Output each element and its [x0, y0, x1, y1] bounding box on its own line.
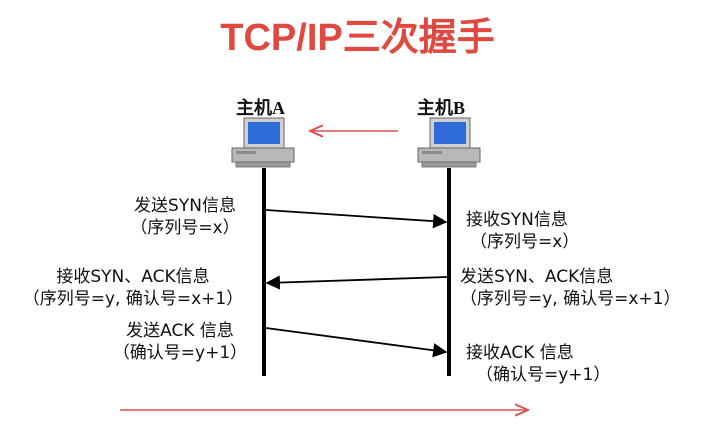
message-line: 接收SYN、ACK信息 [56, 267, 210, 287]
host-b-receive-syn: 接收SYN信息 （序列号=x） [466, 209, 579, 253]
host-a-send-syn: 发送SYN信息 （序列号=x） [110, 195, 260, 239]
message-line: （序列号=y, 确认号=x+1） [460, 289, 681, 309]
message-line: （确认号=y+1） [112, 343, 248, 363]
message-line: 发送ACK 信息 [126, 321, 234, 341]
diagram-title: TCP/IP三次握手 [220, 17, 495, 59]
ack-arrow [265, 327, 448, 358]
host-b-receive-ack: 接收ACK 信息 （确认号=y+1） [466, 342, 610, 386]
syn-arrow [265, 209, 448, 229]
host-b-label: 主机B [417, 98, 466, 118]
message-line: 接收SYN信息 [466, 210, 568, 230]
computer-icon [417, 117, 481, 168]
message-line: 发送SYN、ACK信息 [460, 267, 614, 287]
host-a-receive-syn-ack: 接收SYN、ACK信息 （序列号=y, 确认号=x+1） [6, 266, 260, 310]
host-a-send-ack: 发送ACK 信息 （确认号=y+1） [100, 320, 260, 364]
message-line: 接收ACK 信息 [466, 343, 574, 363]
message-line: （确认号=y+1） [476, 365, 611, 385]
syn-ack-arrow [265, 275, 448, 290]
computer-icon [231, 117, 295, 168]
message-line: （序列号=y, 确认号=x+1） [22, 289, 244, 309]
message-line: （序列号=x） [130, 218, 240, 238]
host-b-send-syn-ack: 发送SYN、ACK信息 （序列号=y, 确认号=x+1） [460, 266, 680, 310]
message-line: （序列号=x） [470, 232, 580, 252]
host-a-label: 主机A [236, 98, 285, 118]
message-line: 发送SYN信息 [134, 196, 236, 216]
